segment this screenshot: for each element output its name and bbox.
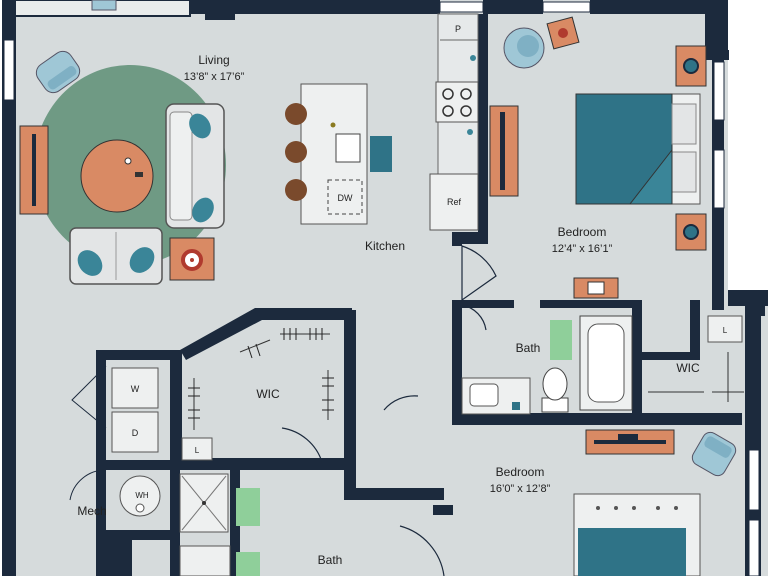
pantry-label: P — [455, 24, 461, 34]
linen-closet — [181, 437, 213, 461]
bath-1-label: Bath — [516, 341, 541, 355]
bed-2-cover — [578, 528, 686, 576]
linen-label: L — [195, 446, 200, 455]
dishwasher-label: DW — [338, 193, 353, 203]
windows — [3, 1, 760, 576]
washer-label: W — [131, 384, 140, 394]
bath-1-mat — [550, 320, 572, 360]
washer — [111, 367, 159, 409]
kitchen-mat — [370, 136, 392, 172]
bedroom-2-chair — [691, 431, 737, 477]
refrigerator-label: Ref — [447, 197, 462, 207]
mech-room: WH Mech — [69, 469, 161, 518]
wic-1: L WIC — [648, 315, 744, 402]
wic-2: L WIC — [181, 328, 419, 463]
coffee-table — [80, 139, 154, 213]
stool — [285, 179, 307, 201]
bath-2-mat — [236, 552, 260, 576]
bedroom-1-dims: 12’4” x 16’1” — [552, 243, 613, 255]
nightstand — [675, 213, 707, 251]
bedroom-chair — [503, 27, 545, 69]
water-heater — [119, 475, 161, 517]
bath-2: Bath — [179, 473, 343, 576]
mech-label: Mech — [77, 504, 106, 518]
kitchen: P Ref DW Kitchen — [285, 13, 497, 331]
stool — [285, 103, 307, 125]
bathtub — [179, 545, 231, 576]
closet-rod — [648, 352, 744, 402]
bedroom-1: Bedroom 12’4” x 16’1” — [489, 16, 707, 299]
bath-1: Bath — [461, 315, 633, 415]
bath-2-label: Bath — [318, 553, 343, 567]
bedroom-2-label: Bedroom — [496, 465, 545, 479]
laundry: W D — [71, 365, 159, 453]
bedroom-2-dims: 16’0” x 12’8” — [490, 483, 551, 495]
stool — [285, 141, 307, 163]
dryer — [111, 411, 159, 453]
wic-2-label: WIC — [256, 387, 280, 401]
living-dims: 13’8” x 17’6” — [184, 71, 245, 83]
living-chair — [35, 50, 81, 94]
balcony-chair — [91, 0, 117, 11]
living-room: Living 13’8” x 17’6” — [19, 50, 245, 285]
living-label: Living — [198, 53, 229, 67]
wic-1-label: WIC — [676, 361, 700, 375]
bath-2-mat — [236, 488, 260, 526]
dishwasher — [327, 179, 363, 215]
toilet — [541, 367, 569, 413]
stove — [435, 81, 479, 123]
water-heater-label: WH — [135, 491, 149, 500]
closet-rods — [188, 328, 334, 430]
kitchen-label: Kitchen — [365, 239, 405, 253]
refrigerator — [429, 173, 479, 231]
island-sink — [335, 133, 361, 163]
bedroom-2: Bedroom 16’0” x 12’8” — [399, 429, 737, 576]
linen-closet — [707, 315, 743, 343]
linen-label: L — [723, 326, 728, 335]
bedroom-1-label: Bedroom — [558, 225, 607, 239]
dryer-label: D — [132, 428, 139, 438]
